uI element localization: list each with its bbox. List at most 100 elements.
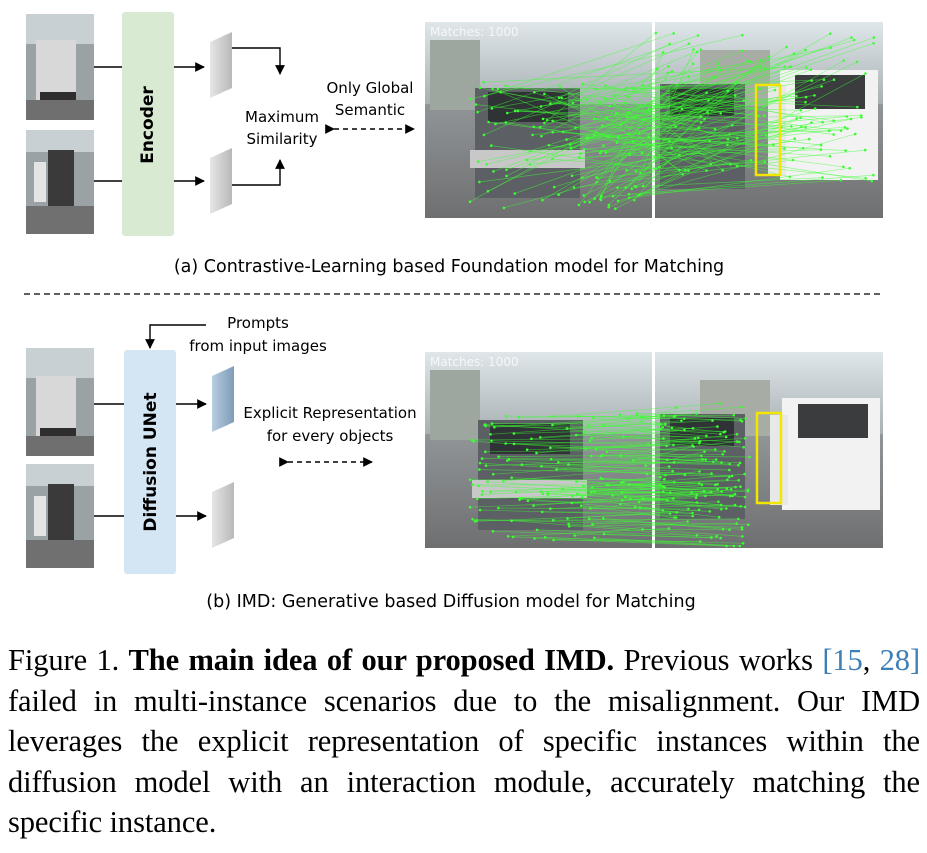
match-point (614, 207, 617, 210)
match-point (832, 133, 835, 136)
input-image-bottom-b (26, 464, 94, 568)
match-point (640, 88, 644, 91)
match-point (480, 493, 484, 496)
caption-bold-title: The main idea of our proposed IMD. (128, 643, 615, 677)
match-point (478, 86, 482, 90)
panel-a: Encoder Maximum Similarity Only Global S… (26, 12, 883, 277)
match-line (580, 116, 862, 155)
match-point (654, 31, 658, 35)
citation-28[interactable]: 28 (879, 643, 910, 677)
match-point (637, 500, 641, 504)
match-point (504, 442, 508, 445)
match-line (540, 428, 661, 438)
match-point (855, 60, 859, 64)
match-point (561, 487, 564, 491)
match-point (728, 133, 731, 136)
input-image-top-b (26, 348, 94, 456)
match-point (829, 32, 832, 35)
match-point (492, 170, 495, 173)
match-line (568, 461, 714, 465)
match-point (637, 132, 641, 135)
match-point (557, 193, 560, 196)
match-point (699, 115, 702, 118)
match-line (606, 451, 717, 460)
match-point (484, 464, 488, 467)
citation-separator: , (862, 643, 880, 677)
match-line (596, 442, 700, 450)
match-point (827, 129, 831, 133)
match-point (624, 101, 627, 105)
match-point (717, 500, 720, 504)
match-line (642, 498, 727, 509)
match-point (489, 433, 492, 436)
match-point (736, 136, 739, 140)
match-point (535, 451, 538, 455)
match-point (739, 418, 742, 422)
match-point (788, 175, 792, 179)
match-point (532, 125, 536, 129)
match-point (700, 454, 703, 458)
match-point (739, 485, 742, 489)
match-point (598, 100, 601, 104)
match-point (607, 203, 611, 207)
match-point (628, 483, 631, 487)
match-line (542, 511, 693, 514)
match-point (716, 425, 719, 428)
citation-15[interactable]: 15 (832, 643, 863, 677)
match-point (639, 171, 642, 175)
match-point (687, 507, 690, 511)
match-point (683, 473, 687, 477)
match-point (714, 76, 717, 79)
match-line (552, 120, 711, 165)
match-point (588, 200, 591, 204)
match-point (783, 147, 786, 150)
match-points-a (468, 31, 876, 210)
match-point (723, 450, 726, 453)
match-point (795, 117, 798, 120)
match-point (561, 130, 565, 134)
match-point (640, 420, 643, 423)
max-similarity-line2: Similarity (247, 130, 318, 148)
match-point (795, 94, 798, 98)
match-point (499, 90, 503, 94)
match-point (514, 490, 518, 494)
match-line (487, 77, 716, 192)
match-line (519, 498, 677, 513)
match-point (675, 406, 678, 409)
match-point (692, 48, 695, 51)
match-point (658, 483, 662, 487)
match-point (504, 121, 508, 124)
match-point (672, 497, 675, 500)
match-point (591, 416, 594, 420)
match-point (843, 126, 847, 129)
match-point (735, 432, 739, 436)
match-point (764, 134, 768, 137)
match-line (572, 49, 702, 104)
match-line (492, 530, 721, 539)
match-point (681, 173, 684, 176)
match-point (538, 125, 542, 129)
match-point (662, 414, 666, 417)
match-point (591, 486, 594, 489)
match-point (620, 499, 624, 502)
match-point (734, 82, 737, 85)
match-point (535, 528, 539, 532)
match-point (510, 519, 513, 522)
match-point (864, 177, 867, 180)
match-point (611, 494, 614, 497)
match-point (695, 534, 699, 537)
match-line (507, 460, 673, 472)
match-line (643, 117, 801, 187)
match-point (702, 489, 706, 493)
match-point (695, 412, 698, 415)
match-line (556, 469, 730, 478)
match-point (741, 49, 744, 53)
match-point (634, 170, 638, 173)
match-point (675, 511, 678, 514)
match-point (734, 485, 737, 489)
match-point (700, 483, 704, 487)
match-line (550, 501, 719, 510)
caption-figure-label: Figure 1. (8, 643, 120, 677)
match-line (618, 136, 846, 151)
match-point (570, 501, 574, 505)
